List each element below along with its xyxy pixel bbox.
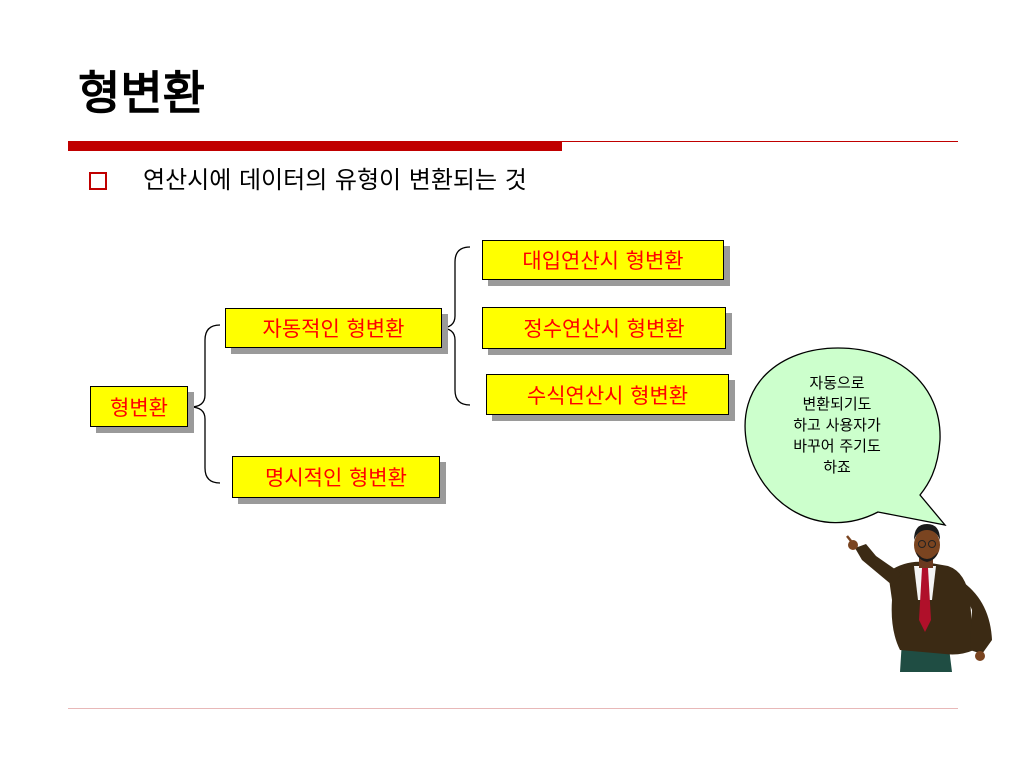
speech-bubble-text: 자동으로 변환되기도 하고 사용자가 바꾸어 주기도 하죠 [762,373,912,478]
title-underline-thick [68,141,562,151]
node-integer: 정수연산시 형변환 [482,307,726,349]
bubble-line: 변환되기도 [802,395,872,413]
bullet-text: 연산시에 데이터의 유형이 변환되는 것 [143,166,527,194]
root-brace [189,324,221,484]
bubble-line: 자동으로 [809,374,865,392]
bubble-line: 바꾸어 주기도 [793,437,881,455]
bubble-line: 하고 사용자가 [793,416,881,434]
node-assignment: 대입연산시 형변환 [482,240,724,280]
title-underline-thin [562,141,958,142]
bubble-line: 하죠 [823,458,851,476]
node-explicit: 명시적인 형변환 [232,456,440,498]
slide-title: 형변환 [78,66,205,120]
node-expression: 수식연산시 형변환 [486,374,729,415]
hollow-square-bullet-icon [89,172,107,190]
node-root: 형변환 [90,386,188,427]
node-implicit: 자동적인 형변환 [225,308,442,348]
speech-bubble-shape [744,347,947,526]
footer-rule [68,708,958,709]
